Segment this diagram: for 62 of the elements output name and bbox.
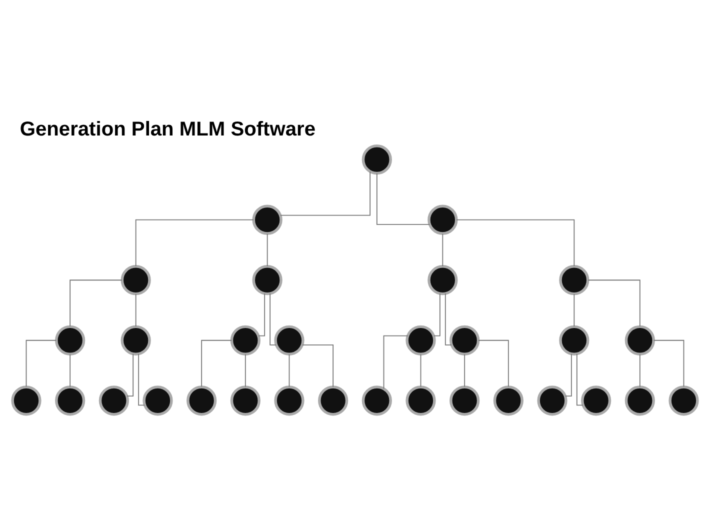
connector [302, 344, 334, 387]
node-person [537, 385, 568, 416]
connector [639, 353, 640, 387]
node-person [362, 144, 392, 174]
connector [280, 170, 371, 216]
node-person [428, 204, 458, 234]
connector [574, 293, 575, 326]
node-person [142, 385, 173, 416]
connector [135, 218, 254, 266]
node-person [55, 324, 86, 355]
node-person [11, 385, 42, 416]
node-person [318, 385, 348, 416]
connector [376, 172, 430, 224]
node-person [624, 385, 655, 416]
node-person [120, 264, 151, 295]
connector [433, 292, 440, 336]
node-person [230, 324, 260, 355]
connector [456, 218, 575, 266]
connector [588, 279, 640, 326]
node-person [493, 385, 524, 416]
node-person [406, 385, 436, 416]
node-person [450, 324, 480, 355]
connector [70, 279, 122, 326]
connector [126, 352, 134, 396]
connector [138, 352, 146, 406]
node-person [274, 324, 304, 355]
connector [266, 232, 268, 266]
node-person [428, 264, 458, 295]
node-person [252, 204, 282, 234]
node-person [624, 324, 655, 355]
node-person [581, 385, 612, 416]
node-person [362, 385, 392, 416]
connector [383, 334, 408, 389]
connector [258, 292, 266, 336]
node-person [98, 385, 129, 416]
connector [135, 293, 136, 326]
connector [444, 292, 452, 345]
connector [564, 352, 572, 396]
connector [653, 339, 684, 387]
node-person [252, 264, 282, 295]
node-person [230, 385, 260, 416]
node-person [559, 264, 590, 295]
connector [464, 353, 466, 387]
node-person [274, 385, 304, 416]
node-person [559, 324, 590, 355]
node-person [120, 324, 151, 355]
connector [478, 339, 509, 387]
connector [420, 353, 422, 387]
connector [70, 353, 71, 387]
connector [270, 292, 277, 345]
node-person [55, 385, 86, 416]
connector [244, 353, 246, 387]
diagram-title: Generation Plan MLM Software [20, 118, 316, 140]
connector [26, 339, 57, 387]
connector [442, 232, 444, 266]
connector [288, 353, 290, 387]
node-person [186, 385, 217, 416]
node-person [668, 385, 699, 416]
connector [201, 339, 232, 387]
node-person [406, 324, 436, 355]
node-person [450, 385, 480, 416]
connector [576, 352, 584, 406]
